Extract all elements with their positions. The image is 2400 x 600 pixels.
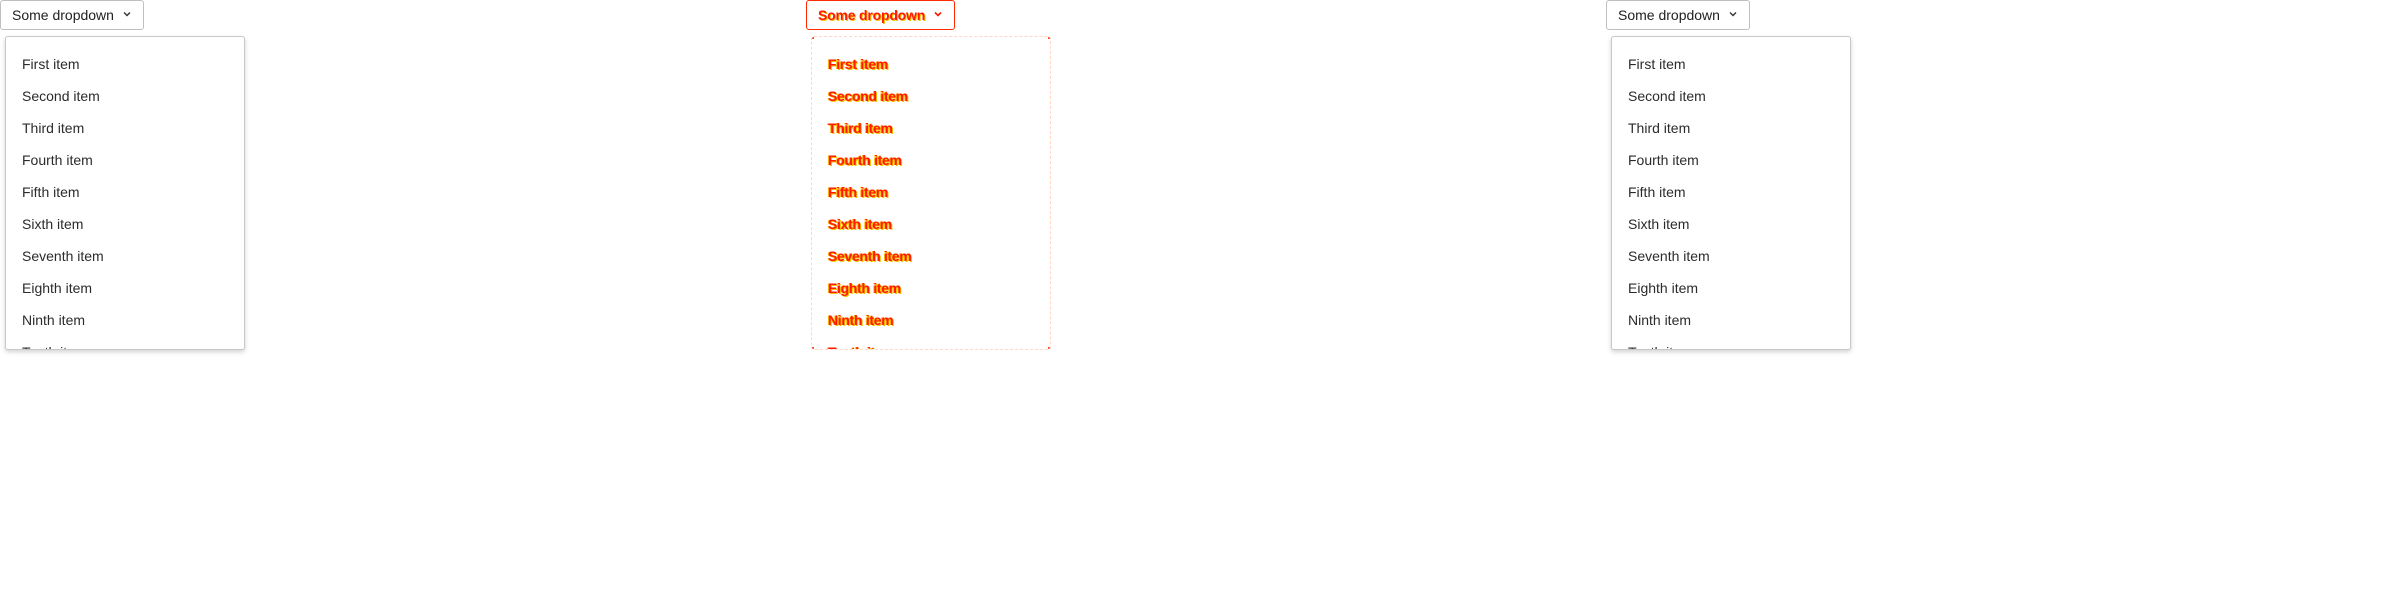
menu-item[interactable]: Fourth item (1628, 152, 1699, 168)
menu-item[interactable]: Ninth item (1628, 312, 1692, 328)
baseline-panel: Some dropdown First item Second item Thi… (0, 0, 260, 360)
dropdown-trigger-button[interactable]: Some dropdown (1606, 0, 1750, 30)
chevron-down-icon (1728, 9, 1738, 19)
dropdown-menu[interactable]: First item Second item Third item Fourth… (1611, 36, 1851, 350)
menu-item[interactable]: Sixth item (828, 216, 892, 232)
menu-item[interactable]: Sixth item (1628, 216, 1690, 232)
menu-item[interactable]: Seventh item (828, 248, 912, 264)
menu-item[interactable]: Fifth item (22, 184, 80, 200)
menu-item[interactable]: Second item (22, 88, 100, 104)
menu-item[interactable]: Sixth item (22, 216, 84, 232)
menu-item[interactable]: Ninth item (828, 312, 894, 328)
menu-item[interactable]: Eighth item (1628, 280, 1699, 296)
menu-item[interactable]: Third item (1628, 120, 1691, 136)
menu-item[interactable]: Tenth item (1612, 336, 1850, 349)
menu-item[interactable]: Eighth item (828, 280, 901, 296)
dropdown-trigger-label: Some dropdown (1618, 7, 1720, 23)
menu-item[interactable]: Seventh item (22, 248, 104, 264)
menu-item[interactable]: Tenth item (812, 336, 1050, 349)
diff-corner-marker (1048, 347, 1050, 349)
diff-corner-marker (812, 347, 814, 349)
menu-item[interactable]: Third item (22, 120, 85, 136)
menu-item[interactable]: First item (22, 56, 80, 72)
chevron-down-icon (122, 9, 132, 19)
menu-item[interactable]: Fifth item (828, 184, 888, 200)
chevron-down-icon (933, 9, 943, 19)
menu-item[interactable]: Fourth item (828, 152, 902, 168)
diff-panel: Some dropdown First item Second item Thi… (806, 0, 1066, 360)
dropdown-trigger-label: Some dropdown (12, 7, 114, 23)
menu-item[interactable]: Second item (828, 88, 908, 104)
menu-item[interactable]: Seventh item (1628, 248, 1710, 264)
menu-item[interactable]: Fifth item (1628, 184, 1686, 200)
menu-item[interactable]: Eighth item (22, 280, 93, 296)
menu-item[interactable]: Fourth item (22, 152, 93, 168)
menu-item[interactable]: Tenth item (6, 336, 244, 349)
comparison-panel: Some dropdown First item Second item Thi… (1606, 0, 1866, 360)
dropdown-menu[interactable]: First item Second item Third item Fourth… (5, 36, 245, 350)
dropdown-trigger-button-diff[interactable]: Some dropdown (806, 0, 956, 30)
menu-item[interactable]: First item (828, 56, 889, 72)
menu-item[interactable]: Third item (828, 120, 893, 136)
dropdown-menu-diff[interactable]: First item Second item Third item Fourth… (811, 36, 1051, 350)
dropdown-trigger-label: Some dropdown (818, 7, 926, 23)
menu-item[interactable]: First item (1628, 56, 1686, 72)
diff-corner-marker (812, 37, 814, 39)
dropdown-trigger-button[interactable]: Some dropdown (0, 0, 144, 30)
menu-item[interactable]: Second item (1628, 88, 1706, 104)
diff-corner-marker (1048, 37, 1050, 39)
menu-item[interactable]: Ninth item (22, 312, 86, 328)
